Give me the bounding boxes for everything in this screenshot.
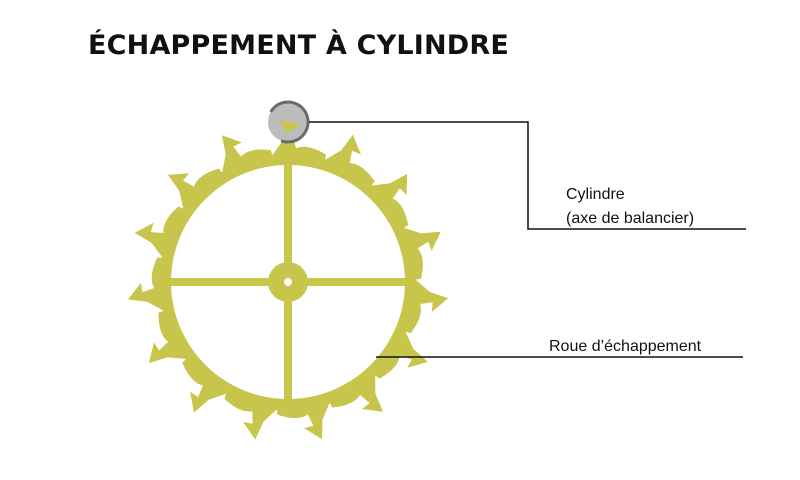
wheel-tooth xyxy=(402,276,449,334)
wheel-tooth xyxy=(182,356,231,413)
diagram-title: ÉCHAPPEMENT À CYLINDRE xyxy=(88,30,510,61)
cylinder-engaged-tooth xyxy=(279,120,301,133)
escape-wheel xyxy=(128,121,449,440)
wheel-tooth xyxy=(134,206,187,262)
cylinder-leader-line xyxy=(309,121,746,230)
wheel-tooth xyxy=(276,398,332,440)
cylinder-label: Cylindre xyxy=(566,186,625,203)
wheel-tooth xyxy=(167,168,225,214)
cylinder-rim xyxy=(269,100,310,144)
cylinder xyxy=(268,100,310,144)
wheel-hub-hole xyxy=(284,278,292,286)
wheel-tooth xyxy=(372,327,428,379)
wheel-tooth xyxy=(224,390,281,440)
wheel-tooth xyxy=(148,309,192,364)
wheel-tooth xyxy=(398,226,441,281)
wheel-teeth xyxy=(128,121,449,440)
cylinder-body xyxy=(268,102,308,142)
wheel-tooth xyxy=(221,135,274,178)
wheel-tooth xyxy=(328,370,384,412)
wheel-tooth xyxy=(320,134,375,189)
cylinder-sublabel: (axe de balancier) xyxy=(566,210,695,227)
wheel-tooth xyxy=(269,121,326,164)
wheel-tooth xyxy=(366,173,409,230)
escape-wheel-label: Roue d’échappement xyxy=(549,338,702,355)
wheel-tooth xyxy=(128,257,168,314)
